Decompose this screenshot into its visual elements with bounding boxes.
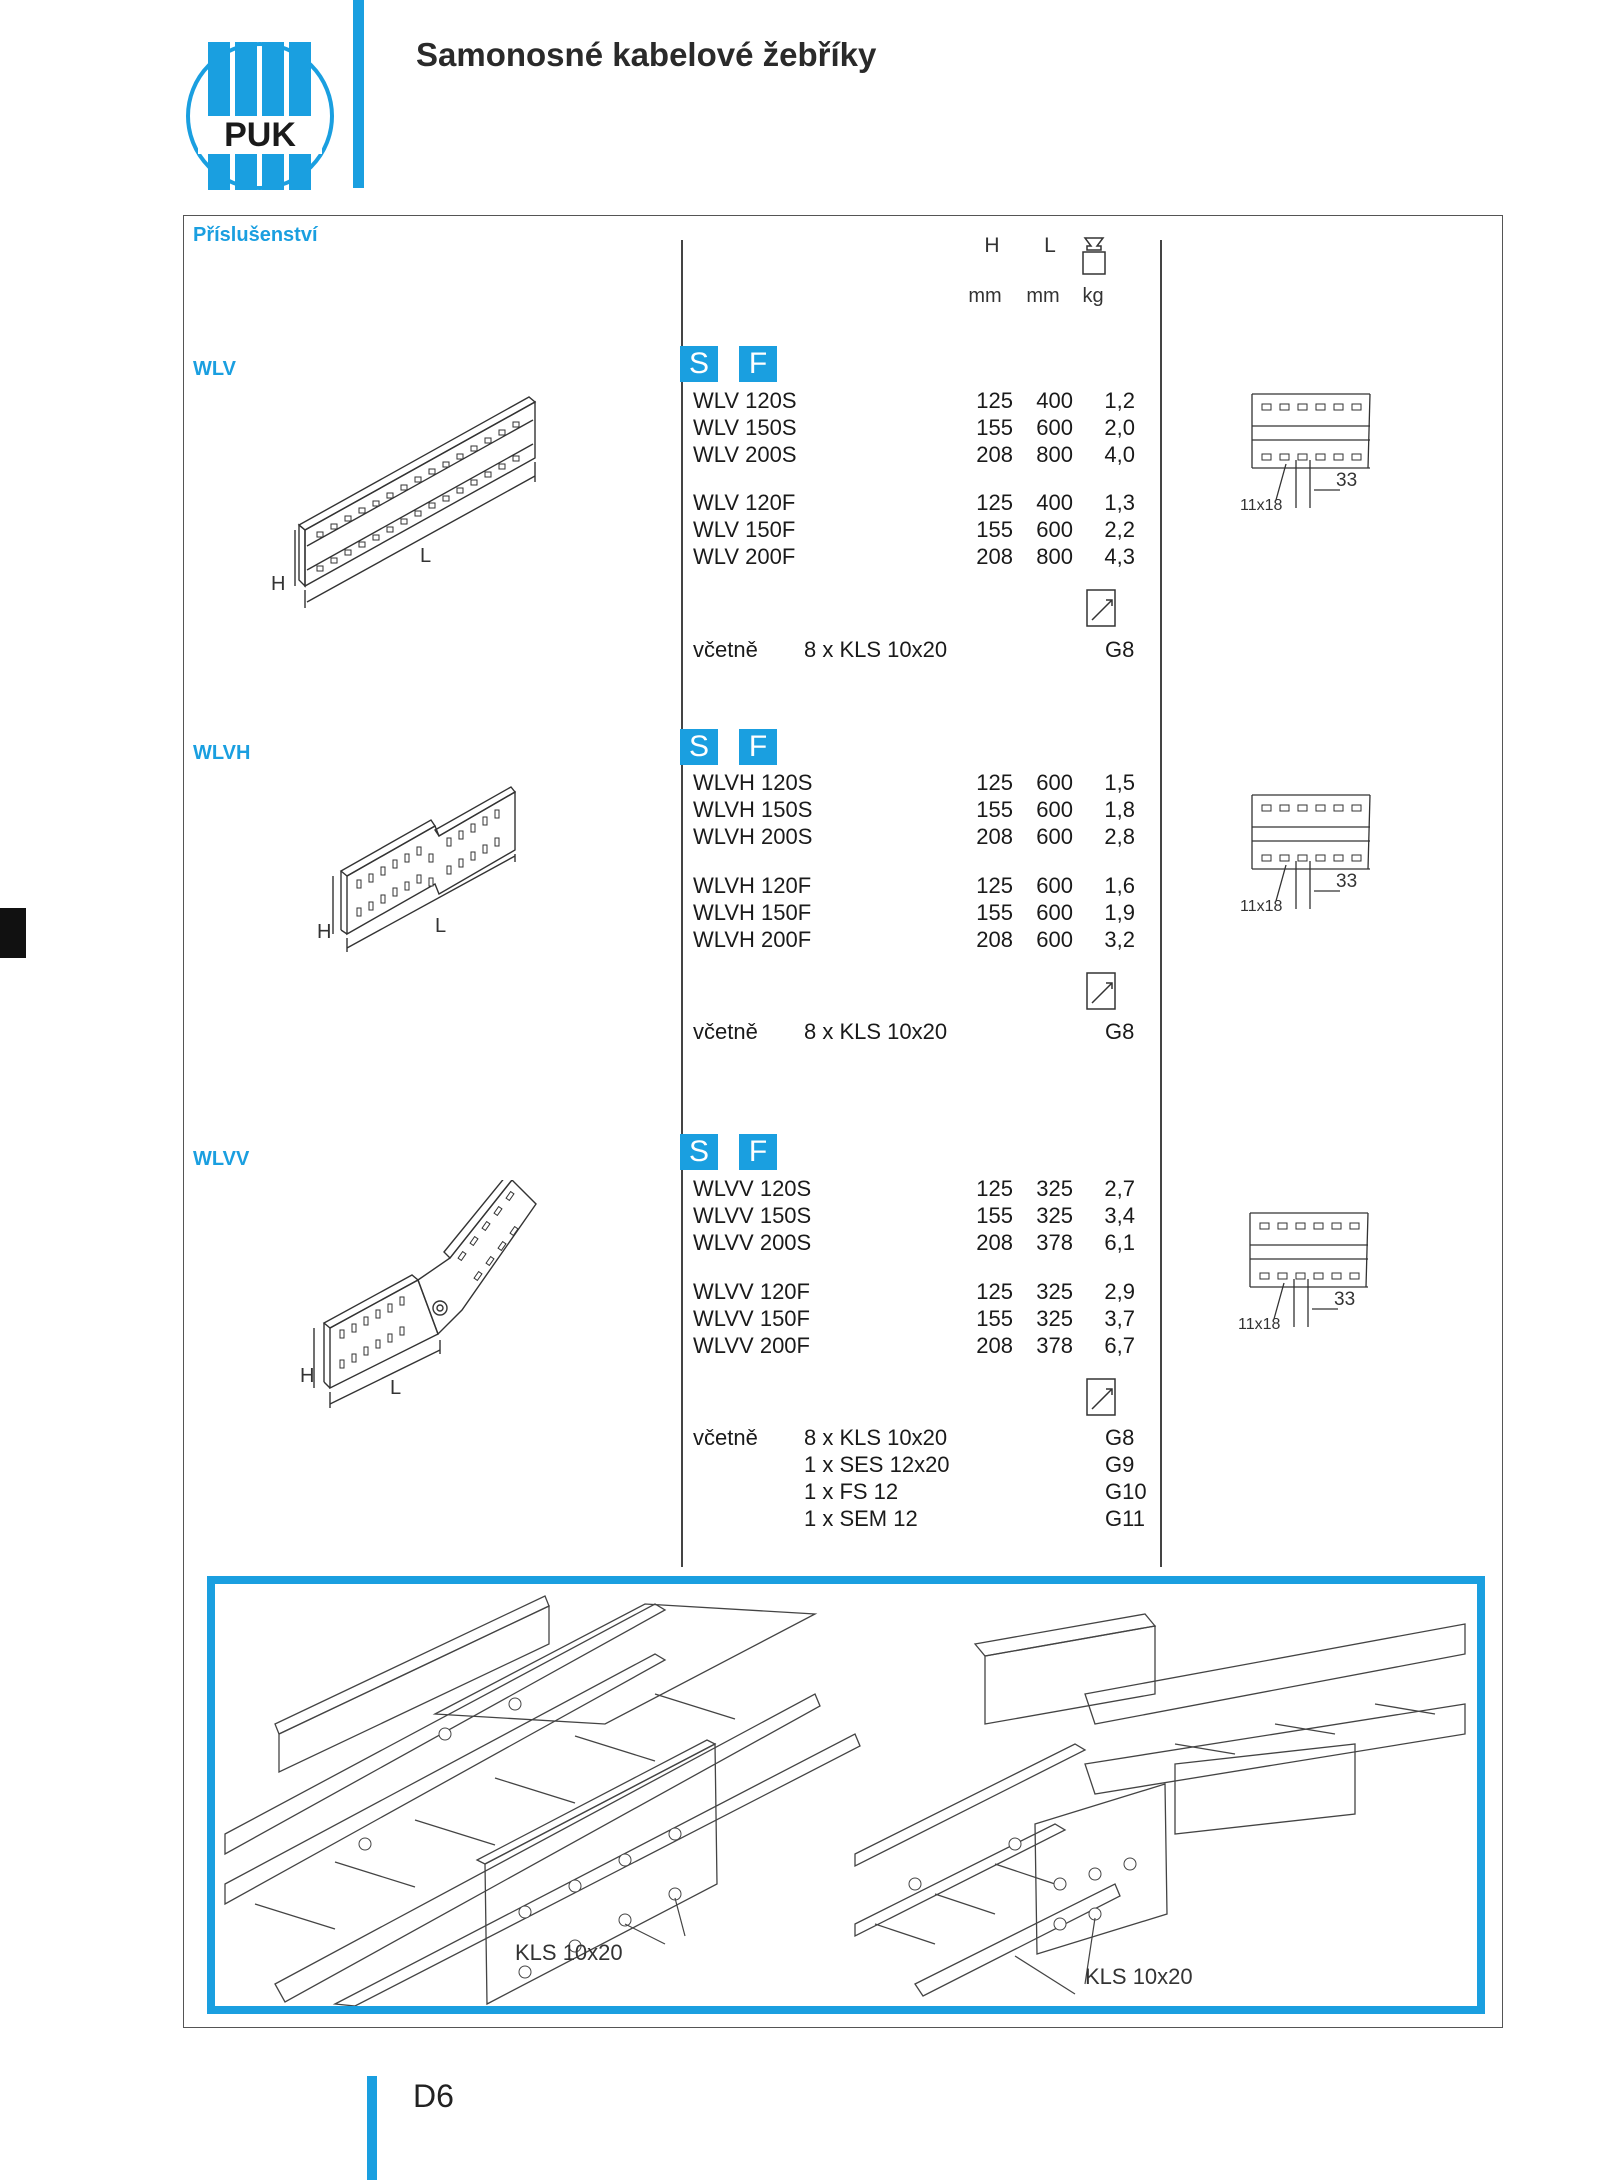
logo-text: PUK — [224, 116, 296, 154]
badge-f: F — [739, 729, 777, 765]
drawing-label-h: H — [271, 573, 285, 595]
group-label-wlvv: WLVV — [193, 1148, 250, 1170]
column-divider — [681, 240, 683, 1567]
wlvv-hole-detail: 33 11x18 — [1238, 1212, 1369, 1333]
group-label-wlvh: WLVH — [193, 742, 251, 764]
assembly-illustration: KLS 10x20 KLS 10x20 — [224, 1595, 1466, 2006]
catalog-page-icon — [1086, 1378, 1116, 1416]
assembly-illustration-frame: KLS 10x20 KLS 10x20 — [207, 1576, 1485, 2014]
weight-icon — [1082, 237, 1106, 275]
section-title: Příslušenství — [193, 224, 318, 246]
wlvv-connector-drawing: H L — [300, 1180, 537, 1408]
unit-mass: kg — [1082, 285, 1104, 307]
catalog-page-icon — [1086, 972, 1116, 1010]
drawing-label-l: L — [390, 1377, 401, 1399]
drawing-label-h: H — [300, 1365, 314, 1387]
badge-s: S — [680, 729, 718, 765]
badge-f: F — [739, 1134, 777, 1170]
detail-hole-size: 11x18 — [1240, 497, 1283, 514]
header-accent-bar — [353, 0, 364, 188]
footer-accent-bar — [367, 2076, 377, 2180]
badge-s: S — [680, 1134, 718, 1170]
detail-pitch: 33 — [1336, 871, 1357, 892]
wlv-hole-detail: 33 11x18 — [1240, 393, 1371, 514]
group-label-wlv: WLV — [193, 358, 236, 380]
puk-logo: PUK — [186, 42, 334, 190]
drawing-label-l: L — [420, 545, 431, 567]
page-number: D6 — [413, 2078, 454, 2114]
detail-hole-size: 11x18 — [1240, 898, 1283, 915]
drawing-label-l: L — [435, 915, 446, 937]
unit-h: mm — [968, 285, 1002, 307]
callout-kls-right: KLS 10x20 — [1085, 1964, 1193, 1989]
catalog-page-icon — [1086, 589, 1116, 627]
col-head-l: L — [1044, 234, 1056, 257]
detail-pitch: 33 — [1334, 1289, 1355, 1310]
badge-f: F — [739, 346, 777, 382]
column-divider — [1160, 240, 1162, 1567]
detail-hole-size: 11x18 — [1238, 1316, 1281, 1333]
wlvh-hole-detail: 33 11x18 — [1240, 794, 1371, 915]
main-frame — [183, 215, 1503, 2028]
badge-s: S — [680, 346, 718, 382]
unit-l: mm — [1026, 285, 1060, 307]
drawing-label-h: H — [317, 921, 331, 943]
section-tab-marker — [0, 908, 26, 958]
wlvh-connector-drawing: H L — [317, 786, 517, 952]
col-head-h: H — [984, 234, 1000, 257]
page-title: Samonosné kabelové žebříky — [416, 36, 877, 73]
wlv-connector-drawing: H L — [271, 396, 537, 608]
callout-kls-left: KLS 10x20 — [515, 1940, 623, 1965]
detail-pitch: 33 — [1336, 470, 1357, 491]
